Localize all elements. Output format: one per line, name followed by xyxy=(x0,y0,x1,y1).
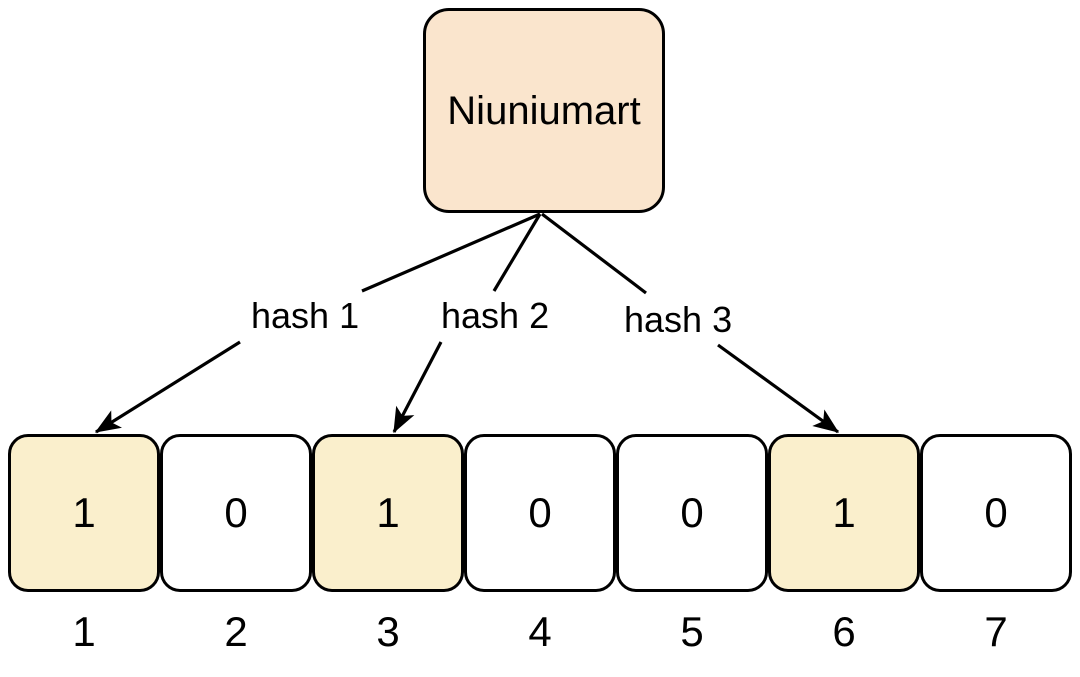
hash-1-arrow xyxy=(94,212,541,434)
bit-cell: 0 xyxy=(616,434,768,592)
bit-cell: 1 xyxy=(8,434,160,592)
bit-index-label: 1 xyxy=(72,608,96,655)
bit-cell-value: 0 xyxy=(224,489,248,536)
bit-array: 1 0 1 0 0 1 0 xyxy=(8,434,1072,592)
source-element-label: Niuniumart xyxy=(447,88,641,133)
bit-index-label: 6 xyxy=(832,608,856,655)
bit-cell: 0 xyxy=(464,434,616,592)
hash-3-arrow xyxy=(541,212,840,434)
bit-cell-value: 1 xyxy=(376,489,400,536)
bit-cell: 0 xyxy=(160,434,312,592)
bit-cell: 1 xyxy=(768,434,920,592)
bit-cell-value: 1 xyxy=(832,489,856,536)
bit-index-label: 5 xyxy=(680,608,704,655)
bit-index-label: 4 xyxy=(528,608,552,655)
bit-index-label: 3 xyxy=(376,608,400,655)
bit-cell-value: 0 xyxy=(680,489,704,536)
hash-2-arrow xyxy=(392,213,542,434)
bit-cell-value: 0 xyxy=(528,489,552,536)
source-element-box: Niuniumart xyxy=(423,8,665,213)
bit-cell: 0 xyxy=(920,434,1072,592)
hash-function-label-1: hash 1 xyxy=(247,296,364,336)
bit-array-index-row: 1 2 3 4 5 6 7 xyxy=(8,604,1072,660)
hash-function-label-2: hash 2 xyxy=(437,296,554,336)
bit-cell-value: 1 xyxy=(72,489,96,536)
bit-index-label: 7 xyxy=(984,608,1008,655)
bit-cell: 1 xyxy=(312,434,464,592)
hash-function-label-3: hash 3 xyxy=(620,300,737,340)
bit-cell-value: 0 xyxy=(984,489,1008,536)
bit-index-label: 2 xyxy=(224,608,248,655)
